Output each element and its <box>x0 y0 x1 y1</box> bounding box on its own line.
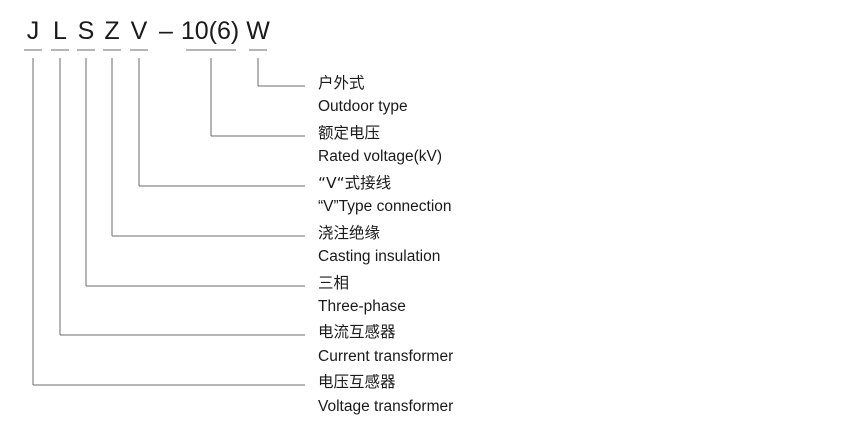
code-letter-s: S <box>77 17 95 45</box>
code-letter-j: J <box>26 17 40 45</box>
label-current-transformer-zh: 电流互感器 <box>318 323 396 341</box>
label-voltage-transformer-zh: 电压互感器 <box>318 373 396 391</box>
label-voltage-transformer-en: Voltage transformer <box>318 398 454 415</box>
label-outdoor-type-zh: 户外式 <box>318 74 365 92</box>
code-letter-w: W <box>246 17 270 45</box>
code-letter-l: L <box>53 17 67 45</box>
label-three-phase-en: Three-phase <box>318 298 406 315</box>
code-dash: – <box>159 17 173 45</box>
label-casting-insulation-en: Casting insulation <box>318 248 441 265</box>
label-rated-voltage-zh: 额定电压 <box>318 124 381 142</box>
label-casting-insulation-zh: 浇注绝缘 <box>318 224 381 242</box>
label-v-connection-zh: “V“式接线 <box>318 174 392 192</box>
label-outdoor-type-en: Outdoor type <box>318 98 408 115</box>
code-voltage: 10(6) <box>180 17 240 45</box>
label-rated-voltage-en: Rated voltage(kV) <box>318 148 443 165</box>
code-letter-z: Z <box>104 17 120 45</box>
label-v-connection-en: “V”Type connection <box>318 198 452 215</box>
code-letter-v: V <box>130 17 148 45</box>
label-three-phase-zh: 三相 <box>318 274 350 292</box>
label-current-transformer-en: Current transformer <box>318 348 454 365</box>
